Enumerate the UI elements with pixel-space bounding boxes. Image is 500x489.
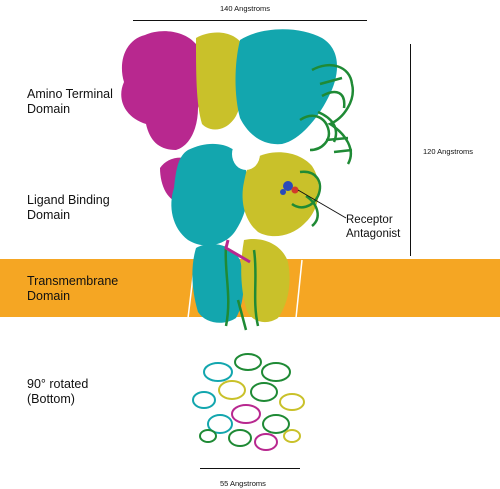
transmembrane-ribbon: [224, 245, 260, 331]
domain-label-ligand-binding: Ligand Binding Domain: [27, 193, 110, 223]
rotated-helix-bundle: [192, 353, 305, 451]
ligand-domain-cyan: [171, 143, 249, 246]
transmembrane-magenta-strand: [224, 239, 251, 264]
antagonist-leader-line: [297, 189, 347, 219]
domain-label-line: Ligand Binding: [27, 193, 110, 207]
top-scale-label: 140 Angstroms: [220, 4, 271, 13]
side-scale-label: 120 Angstroms: [423, 147, 474, 156]
domain-label-line: Amino Terminal: [27, 87, 113, 101]
domain-label-line: Domain: [27, 289, 71, 303]
domain-label-line: Domain: [27, 208, 71, 222]
transmembrane-cyan: [192, 244, 244, 323]
amino-domain-cyan: [235, 29, 338, 145]
amino-domain-magenta: [121, 31, 202, 150]
domain-label-transmembrane: Transmembrane Domain: [27, 274, 118, 304]
antagonist-molecule: [280, 181, 299, 195]
domain-label-line: 90° rotated: [27, 377, 89, 391]
domain-label-rotated-bottom: 90° rotated (Bottom): [27, 377, 88, 407]
side-scale-bar: [410, 44, 411, 256]
bottom-scale-label: 55 Angstroms: [220, 479, 266, 488]
bottom-scale-bar: [200, 468, 300, 469]
top-scale-bar: [133, 20, 367, 21]
amino-domain-olive: [196, 32, 247, 130]
central-cavity: [232, 138, 260, 170]
antagonist-label: Receptor Antagonist: [346, 213, 400, 241]
amino-domain-ribbon: [299, 64, 355, 165]
domain-label-line: Domain: [27, 102, 71, 116]
ligand-domain-ribbon: [291, 170, 322, 227]
antagonist-label-line: Antagonist: [346, 228, 401, 240]
ligand-domain-olive: [242, 152, 319, 237]
domain-label-amino-terminal: Amino Terminal Domain: [27, 87, 113, 117]
domain-label-line: Transmembrane: [27, 274, 119, 288]
domain-label-line: (Bottom): [27, 392, 75, 406]
antagonist-label-line: Receptor: [346, 214, 393, 226]
transmembrane-olive: [241, 238, 290, 323]
